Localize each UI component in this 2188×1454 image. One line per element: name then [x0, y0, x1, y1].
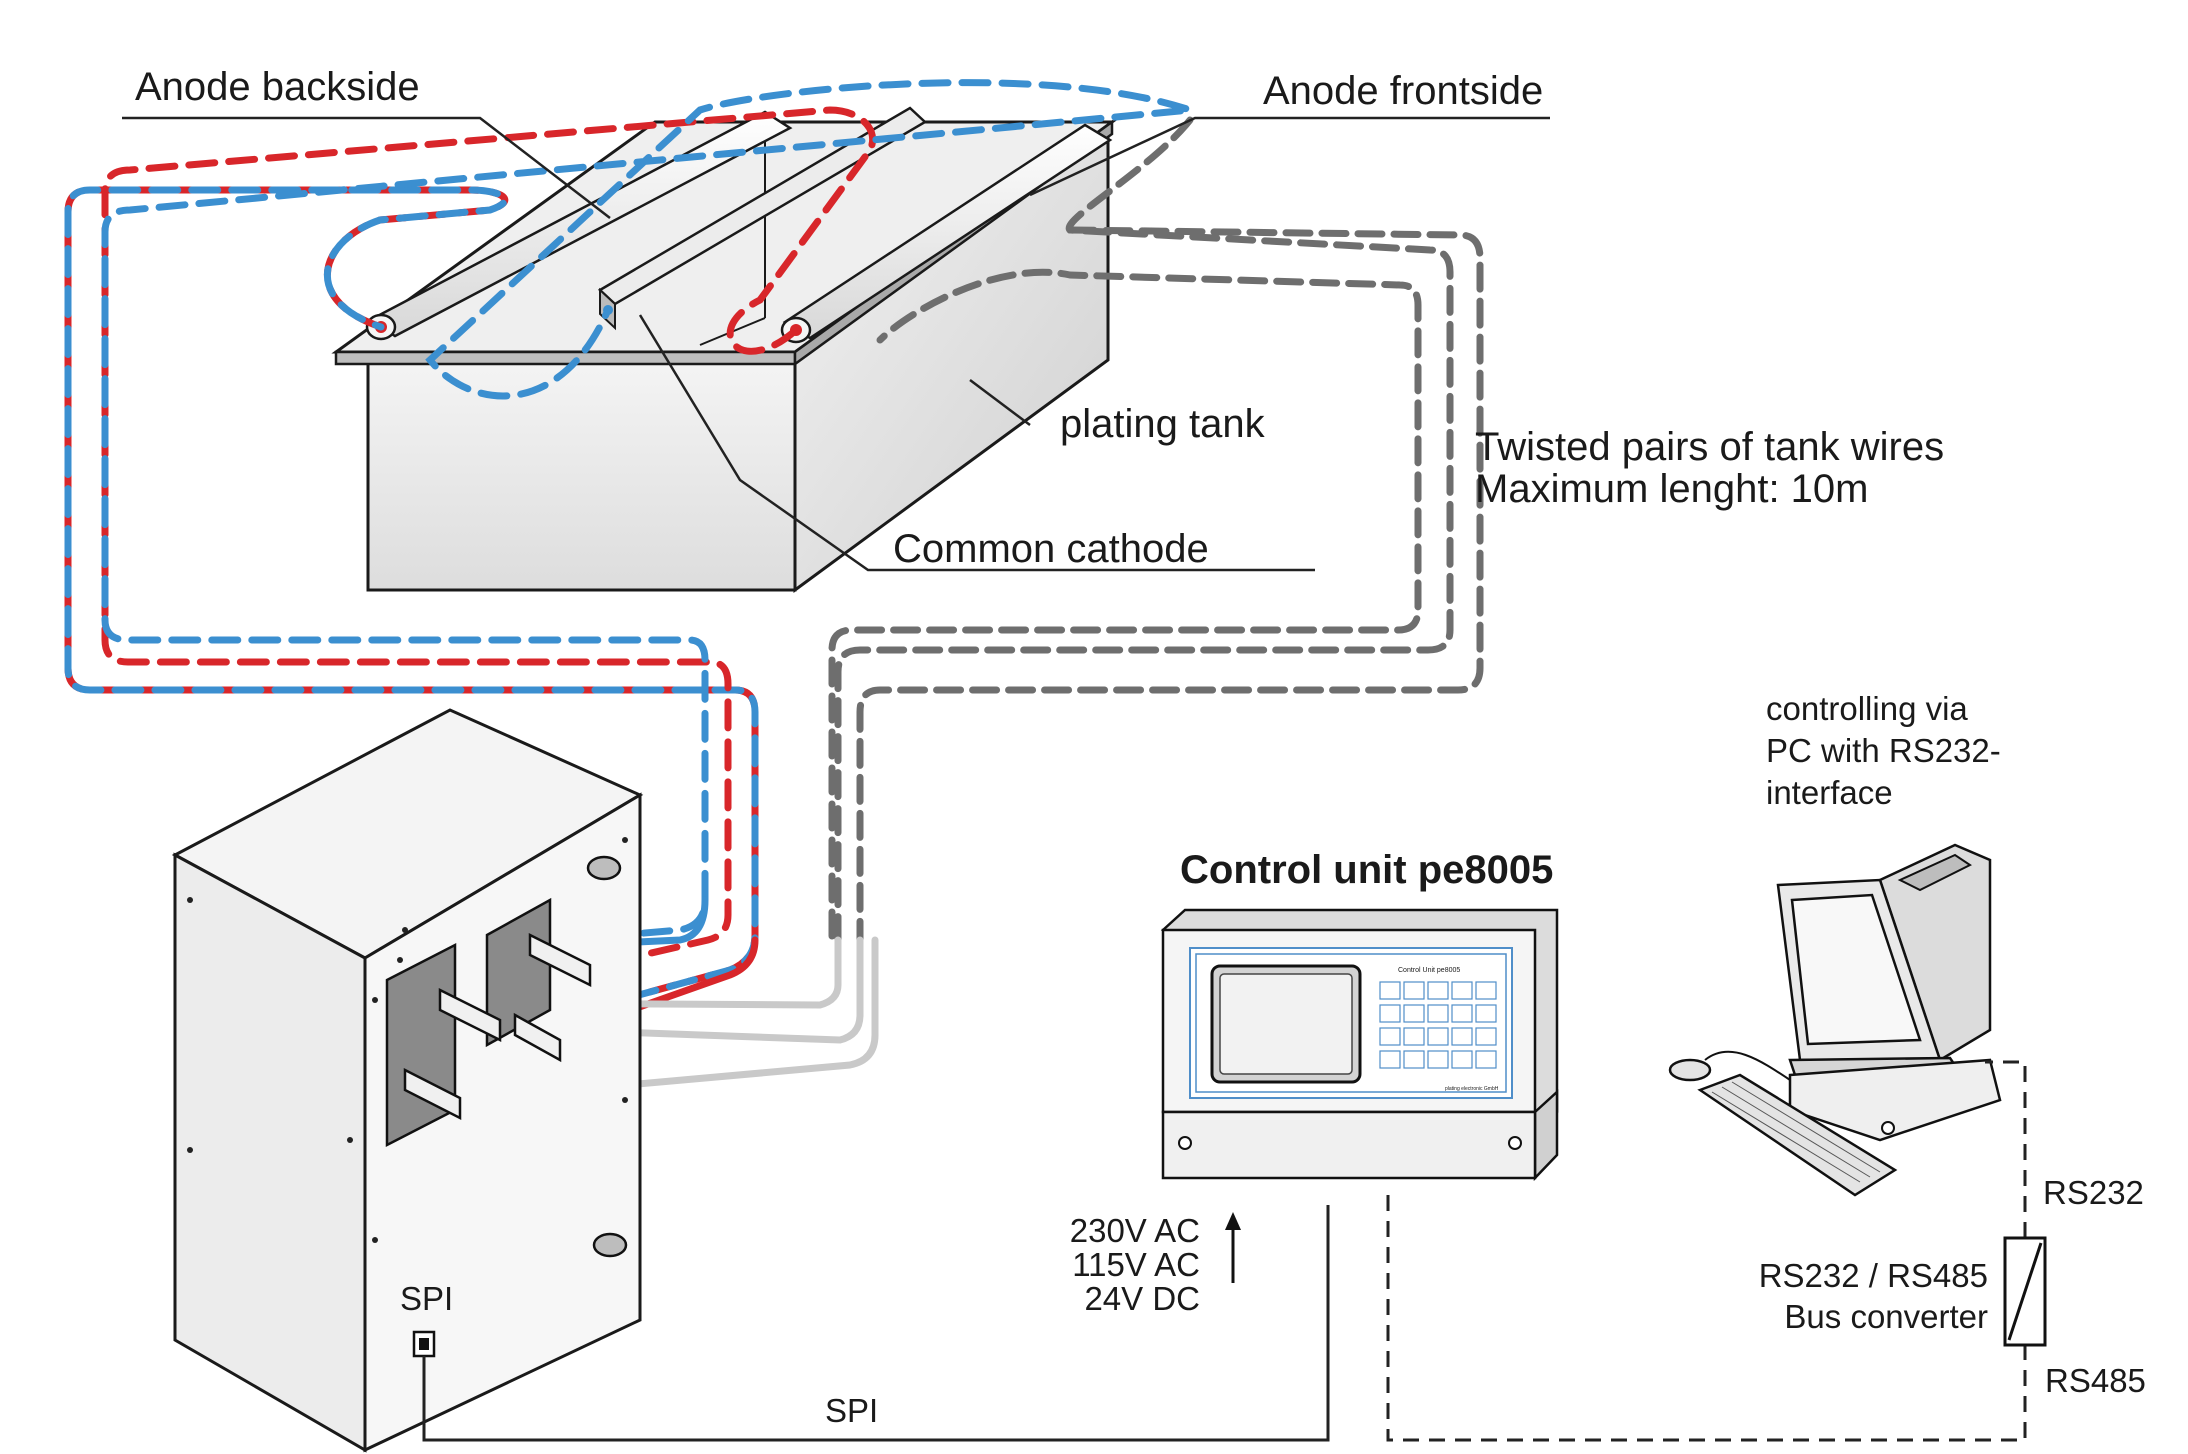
pc-keyboard[interactable] — [1697, 1073, 1898, 1197]
power-label-2: 115V AC — [1072, 1246, 1200, 1283]
pc-label-1: controlling via — [1766, 690, 1968, 727]
common-cathode-label: Common cathode — [893, 527, 1209, 571]
plating-tank-label: plating tank — [1060, 402, 1266, 446]
spi-bus-line — [422, 1205, 1330, 1442]
cabinet-front — [173, 852, 367, 1453]
rs232-label: RS232 — [2043, 1174, 2144, 1211]
cabinet-fan-bottom — [592, 1232, 628, 1258]
busbar-wire-light-2 — [556, 936, 864, 1044]
pc-screen — [1790, 893, 1922, 1046]
twisted-wire-blue-inner — [101, 79, 1192, 944]
twisted-pairs-label-2: Maximum lenght: 10m — [1475, 467, 1868, 511]
tank-front-face — [366, 358, 797, 592]
bus-connections — [422, 1060, 2047, 1442]
spi-bus-label: SPI — [825, 1392, 878, 1429]
rs485-label: RS485 — [2045, 1362, 2146, 1399]
leader-lines — [122, 116, 1550, 572]
tank-wire-twisted-pairs — [456, 116, 1484, 1104]
pc-label-2: PC with RS232- — [1766, 732, 2001, 769]
anode-cathode-twisted-pair — [64, 79, 1192, 1039]
pc-mouse[interactable] — [1668, 1058, 1712, 1082]
spi-rectifier-label: SPI — [400, 1280, 453, 1317]
twisted-wire-blue-outer — [64, 186, 759, 1022]
power-label-1: 230V AC — [1070, 1212, 1200, 1249]
busbar-wire-light-1 — [476, 936, 842, 1009]
common-cathode-bar — [597, 106, 928, 331]
tank-wire-grey-a — [834, 116, 1454, 944]
control-unit-keypad[interactable] — [1379, 981, 1497, 1069]
control-unit-pe8005: Control Unit pe8005 plating electronic G… — [1160, 908, 1559, 1182]
control-unit-brand: Control Unit pe8005 — [1398, 967, 1460, 974]
busbar-terminals — [403, 932, 592, 1121]
twisted-wire-red-inner — [101, 106, 876, 979]
converter-label-2: Bus converter — [1784, 1298, 1988, 1335]
anode-frontside-label: Anode frontside — [1263, 69, 1543, 113]
tank-wire-grey-c — [856, 226, 1484, 944]
control-unit-footer: plating electronic GmbH — [1445, 1086, 1499, 1092]
pc-label-3: interface — [1766, 774, 1893, 811]
tank-wire-grey-b — [828, 268, 1422, 944]
anode-backside-label: Anode backside — [135, 65, 420, 109]
rs232-line — [1985, 1060, 2027, 1238]
control-unit-base — [1161, 1110, 1537, 1180]
pc-case — [1788, 1058, 2002, 1142]
rectifier-cabinet — [171, 708, 644, 1453]
twisted-pairs-label-1: Twisted pairs of tank wires — [1475, 425, 1944, 469]
pc-workstation — [1668, 843, 2002, 1197]
converter-label-1: RS232 / RS485 — [1759, 1257, 1988, 1294]
control-unit-title: Control unit pe8005 — [1180, 848, 1553, 892]
power-label-3: 24V DC — [1084, 1280, 1200, 1317]
cabinet-fan-top — [586, 855, 622, 881]
busbar-wire-light-3 — [456, 936, 879, 1104]
